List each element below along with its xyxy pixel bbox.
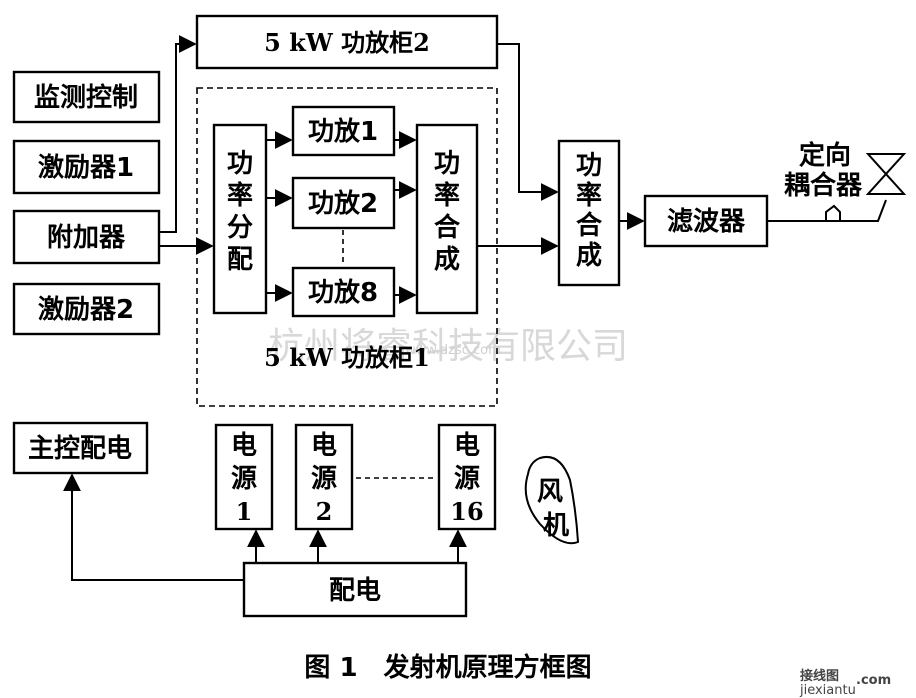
- cabinet2-to-outer-combiner-wire: [497, 43, 559, 201]
- figure-caption: 图 1 发射机原理方框图: [304, 652, 591, 683]
- adder-to-cabinet2-wire: [159, 35, 197, 233]
- master-power-block: 主控配电: [12, 421, 149, 475]
- site-logo: 接线图 jiexiantu .com: [799, 668, 891, 698]
- amp1-block: 功放1: [291, 105, 396, 157]
- svg-text:功: 功: [227, 149, 253, 179]
- psu16-block: 电 源 16: [437, 423, 497, 531]
- watermark-text: 杭州将睿科技有限公司: [268, 326, 628, 367]
- psu2-block: 电 源 2: [294, 423, 354, 531]
- svg-text:主控配电: 主控配电: [28, 434, 132, 464]
- watermark-url: www.dzsc.com: [405, 343, 501, 358]
- monitor-control-block: 监测控制: [12, 70, 161, 124]
- svg-text:滤波器: 滤波器: [667, 207, 746, 237]
- svg-text:电: 电: [231, 431, 257, 461]
- svg-text:1: 1: [236, 497, 253, 526]
- svg-text:5 kW 功放柜2: 5 kW 功放柜2: [264, 28, 430, 57]
- power-splitter-block: 功 率 分 配: [212, 123, 268, 315]
- svg-text:源: 源: [311, 464, 337, 494]
- svg-text:电: 电: [454, 431, 480, 461]
- amp2-block: 功放2: [291, 176, 396, 230]
- svg-text:电: 电: [311, 431, 337, 461]
- coupler-label-line2: 耦合器: [784, 170, 863, 201]
- distribution-to-master-wire: [63, 473, 244, 581]
- cabinet1-boundary: [196, 87, 498, 407]
- svg-text:监测控制: 监测控制: [34, 83, 138, 113]
- psu1-block: 电 源 1: [214, 423, 274, 531]
- svg-text:接线图: 接线图: [800, 668, 839, 684]
- inner-combiner-block: 功 率 合 成: [415, 123, 479, 315]
- svg-text:分: 分: [227, 213, 253, 243]
- cabinet2-block: 5 kW 功放柜2: [195, 14, 499, 70]
- svg-text:率: 率: [434, 180, 460, 211]
- svg-text:率: 率: [576, 180, 602, 211]
- svg-text:配电: 配电: [329, 576, 381, 606]
- svg-text:功放2: 功放2: [308, 188, 378, 219]
- svg-text:机: 机: [543, 511, 569, 541]
- svg-text:合: 合: [434, 212, 461, 243]
- svg-text:功: 功: [434, 149, 460, 179]
- svg-text:功放1: 功放1: [308, 116, 378, 147]
- distribution-block: 配电: [242, 561, 468, 618]
- exciter2-block: 激励器2: [12, 282, 161, 336]
- amp8-block: 功放8: [291, 266, 396, 318]
- svg-text:合: 合: [576, 210, 603, 241]
- svg-text:功: 功: [576, 151, 602, 181]
- svg-text:jiexiantu: jiexiantu: [799, 683, 856, 698]
- cabinet1-label: 5 kW 功放柜1: [264, 343, 430, 372]
- svg-text:成: 成: [576, 241, 602, 271]
- svg-text:.com: .com: [856, 673, 891, 688]
- svg-text:源: 源: [231, 464, 257, 494]
- svg-text:风: 风: [537, 477, 563, 507]
- svg-text:16: 16: [450, 497, 483, 526]
- svg-text:激励器2: 激励器2: [38, 294, 134, 325]
- svg-text:配: 配: [227, 245, 253, 275]
- svg-text:源: 源: [454, 464, 480, 494]
- exciter1-block: 激励器1: [12, 139, 161, 195]
- svg-text:2: 2: [316, 497, 333, 526]
- svg-text:率: 率: [227, 180, 253, 211]
- svg-text:附加器: 附加器: [47, 223, 126, 253]
- filter-block: 滤波器: [643, 194, 769, 248]
- antenna-icon: [865, 153, 907, 195]
- outer-combiner-block: 功 率 合 成: [557, 139, 621, 287]
- coupler-probe-icon: [825, 204, 841, 221]
- coupler-label-line1: 定向: [799, 140, 851, 171]
- svg-text:成: 成: [434, 245, 460, 275]
- fan-block: 风 机: [524, 456, 580, 545]
- svg-text:激励器1: 激励器1: [38, 152, 134, 183]
- adder-block: 附加器: [12, 209, 161, 265]
- svg-text:功放8: 功放8: [308, 277, 378, 308]
- filter-to-antenna-wire: [767, 199, 887, 222]
